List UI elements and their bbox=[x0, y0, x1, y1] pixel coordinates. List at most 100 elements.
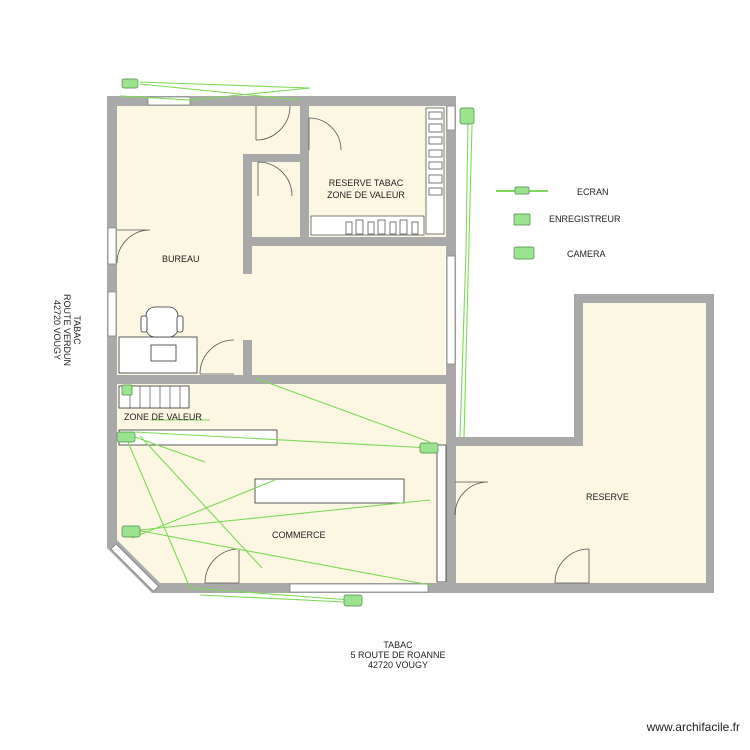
door-left-bureau bbox=[116, 229, 151, 264]
address-bottom-line2: 5 ROUTE DE ROANNE bbox=[350, 650, 445, 660]
door-closet bbox=[257, 161, 293, 197]
windows bbox=[107, 96, 456, 593]
cable bbox=[131, 479, 276, 539]
shelf-right-commerce bbox=[436, 444, 447, 583]
wall-closet-left bbox=[243, 154, 252, 274]
address-bottom-line3: 42720 VOUGY bbox=[368, 660, 428, 670]
cable bbox=[135, 529, 431, 586]
cable bbox=[459, 117, 469, 439]
shelf-item bbox=[355, 219, 364, 235]
devices bbox=[116, 78, 475, 607]
room-label-reserve: RESERVE bbox=[586, 492, 629, 502]
window-left-bureau-2 bbox=[107, 291, 117, 337]
shelf-item bbox=[428, 111, 443, 120]
camera-icon bbox=[121, 384, 133, 396]
room-label-reserve-tabac: RESERVE TABAC bbox=[329, 178, 404, 188]
camera-icon bbox=[419, 442, 439, 454]
shelf-item bbox=[428, 123, 443, 133]
office-chair bbox=[145, 306, 179, 338]
legend-enregistreur: ENREGISTREUR bbox=[549, 214, 621, 224]
shelf-item bbox=[377, 219, 386, 235]
shelf-item bbox=[411, 221, 419, 235]
room-label-commerce: COMMERCE bbox=[272, 530, 326, 540]
shelf-item bbox=[428, 136, 443, 145]
furniture bbox=[118, 107, 447, 583]
watermark: www.archifacile.fr bbox=[646, 720, 740, 734]
floor-reserve bbox=[455, 302, 707, 583]
shelf-item bbox=[345, 221, 353, 235]
cable bbox=[139, 499, 431, 531]
office-chair-back bbox=[176, 315, 184, 333]
room-labels: BUREAU RESERVE TABAC ZONE DE VALEUR ZONE… bbox=[124, 178, 629, 540]
wall-reserve-top bbox=[574, 294, 714, 303]
wall-reserve-left bbox=[574, 294, 583, 446]
shelf-item bbox=[428, 161, 443, 170]
cable bbox=[463, 124, 473, 438]
window-left-bureau-1 bbox=[107, 227, 117, 265]
cable bbox=[119, 81, 311, 101]
camera-icon bbox=[513, 246, 535, 260]
address-side: TABAC ROUTE VERDUN 42720 VOUGY bbox=[52, 294, 82, 366]
cable bbox=[199, 594, 346, 603]
wall-reserve-bottom bbox=[243, 237, 456, 246]
office-chair-back bbox=[140, 315, 148, 333]
floor-areas bbox=[117, 105, 707, 583]
address-bottom-line1: TABAC bbox=[383, 640, 413, 650]
door-commerce-bottom bbox=[204, 548, 240, 584]
door-bureau-hall bbox=[199, 339, 235, 375]
camera-icon bbox=[459, 107, 475, 125]
camera-icon bbox=[343, 594, 363, 607]
window-right-hall bbox=[446, 255, 456, 365]
address-side-line1: TABAC bbox=[72, 315, 82, 345]
wall-reserve-inner-top bbox=[446, 437, 583, 446]
cable bbox=[139, 435, 263, 569]
door-reserve-bottom bbox=[554, 548, 590, 584]
shelf-item bbox=[428, 149, 443, 158]
desk-monitor bbox=[150, 344, 177, 362]
cables bbox=[119, 81, 473, 603]
shelf-item bbox=[428, 174, 443, 184]
address-bottom: TABAC 5 ROUTE DE ROANNE 42720 VOUGY bbox=[350, 640, 445, 670]
doors bbox=[116, 105, 590, 584]
zone-valeur-shelf bbox=[118, 385, 190, 409]
cable bbox=[139, 83, 301, 101]
camera-icon bbox=[121, 525, 141, 538]
address-side-line3: 42720 VOUGY bbox=[52, 300, 62, 360]
window-right-top bbox=[446, 105, 456, 131]
shelf-item bbox=[367, 221, 375, 235]
camera-icon bbox=[121, 78, 139, 89]
room-label-bureau: BUREAU bbox=[162, 254, 200, 264]
room-label-zone-valeur: ZONE DE VALEUR bbox=[124, 412, 202, 422]
enregistreur-icon bbox=[513, 213, 531, 226]
shelf-item bbox=[399, 219, 408, 235]
address-side-line2: ROUTE VERDUN bbox=[62, 294, 72, 366]
door-top-bureau bbox=[255, 105, 291, 141]
cable bbox=[254, 377, 431, 443]
legend-ecran: ECRAN bbox=[577, 187, 609, 197]
legend-camera: CAMERA bbox=[567, 249, 606, 259]
cable bbox=[134, 431, 431, 449]
ecran-icon bbox=[514, 186, 530, 195]
floor-hall bbox=[253, 246, 445, 375]
display-gondola bbox=[254, 478, 405, 504]
wall-bureau-mid bbox=[243, 340, 252, 384]
wall-top bbox=[107, 96, 456, 106]
cable bbox=[127, 441, 191, 589]
room-label-reserve-tabac-zone: ZONE DE VALEUR bbox=[327, 190, 405, 200]
window-top-bureau bbox=[147, 96, 191, 106]
camera-icon bbox=[116, 431, 136, 443]
shelf-item bbox=[389, 221, 397, 235]
wall-bottom bbox=[152, 583, 714, 593]
wall-commerce-top bbox=[107, 375, 456, 384]
shelf-item bbox=[428, 187, 443, 196]
window-diagonal bbox=[110, 543, 159, 592]
window-bottom-commerce bbox=[289, 583, 429, 593]
door-reserve-tabac bbox=[308, 117, 342, 151]
wall-closet-top bbox=[243, 154, 300, 162]
wall-reserve-right bbox=[706, 294, 714, 593]
door-commerce-reserve bbox=[454, 481, 489, 516]
legend: ECRAN ENREGISTREUR CAMERA bbox=[496, 186, 621, 260]
cable bbox=[189, 587, 351, 601]
wall-bureau-reserve bbox=[300, 96, 309, 242]
